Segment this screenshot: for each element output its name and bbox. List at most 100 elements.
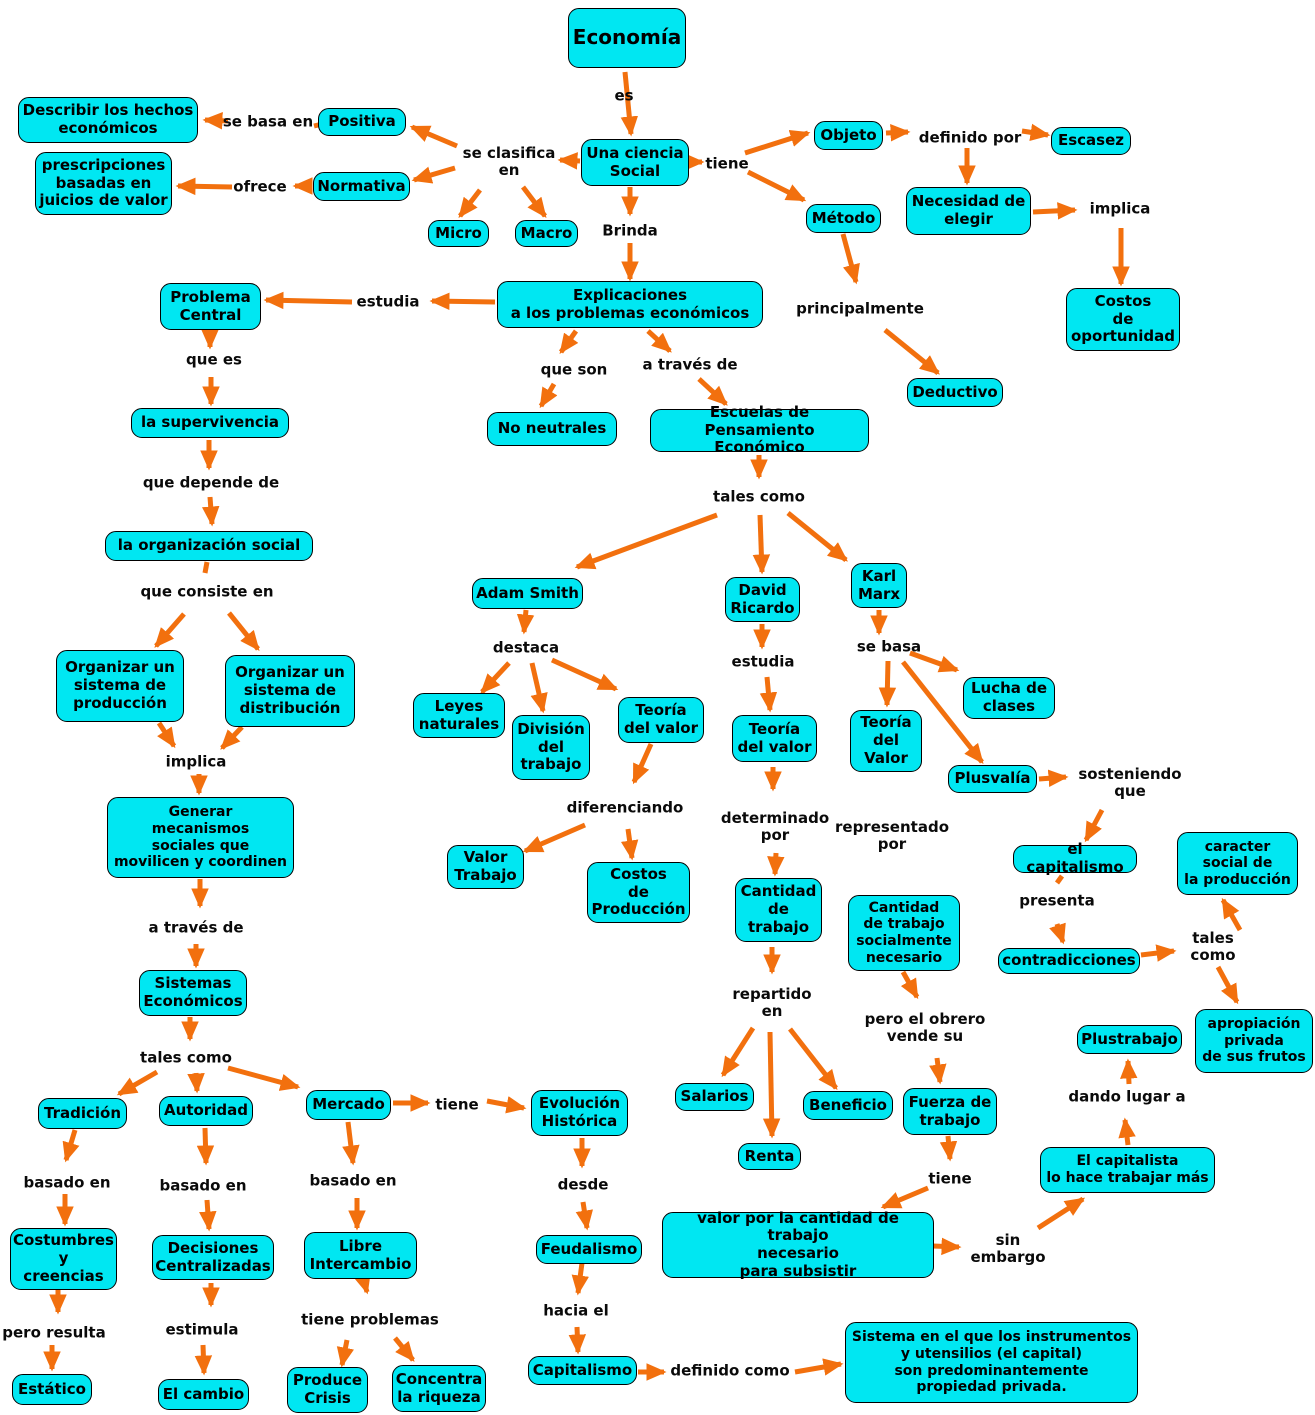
node-evolucion-historica: Evolución Histórica [531,1090,628,1136]
node-escuelas-pensamiento: Escuelas de Pensamiento Económico [650,403,869,456]
arrow [1049,922,1066,945]
edge-label-que-depende-de: que depende de [142,473,280,492]
node-apropiacion-privada: apropiación privada de sus frutos [1195,1009,1313,1073]
arrow [646,329,672,353]
node-escasez: Escasez [1051,127,1131,155]
arrow [1032,202,1078,220]
arrow [429,292,496,311]
arrow [1220,897,1243,932]
arrow [1083,808,1105,843]
edge-label-tiene-mercado: tiene [435,1095,479,1114]
arrow [762,1031,781,1139]
node-deductivo: Deductivo [907,378,1003,407]
edge-label-representado-por: representado por [835,817,949,853]
node-cantidad-socialmente: Cantidad de trabajo socialmente necesari… [848,895,960,971]
arrow [62,1129,80,1163]
edge-label-determinado-por: determinado por [720,808,830,844]
arrow [557,152,581,170]
edge-label-basado-en-autoridad: basado en [159,1176,247,1195]
edge-label-implica-eleccion: implica [1089,199,1151,218]
arrow [409,124,458,149]
arrow [786,511,848,562]
node-costumbres-creencias: Costumbres y creencias [10,1228,117,1290]
arrow [194,1344,213,1376]
node-caracter-social: caracter social de la producción [1177,832,1298,895]
node-supervivencia: la supervivencia [131,408,289,438]
arrow [1021,123,1051,141]
node-metodo: Método [806,204,881,233]
arrow [411,165,456,184]
arrow [1140,944,1177,962]
node-teoria-valor-smith: Teoría del valor [618,697,704,743]
node-lucha-clases: Lucha de clases [963,677,1055,719]
arrow [788,1027,838,1090]
edge-label-sin-embargo: sin embargo [970,1230,1046,1266]
arrow [227,611,260,651]
edge-label-basado-en-mercado: basado en [309,1171,397,1190]
edge-label-desde: desde [557,1175,609,1194]
arrow [1036,1196,1086,1231]
node-explicaciones: Explicaciones a los problemas económicos [497,281,763,328]
node-organizar-produccion: Organizar un sistema de producción [56,650,184,722]
edge-label-sosteniendo-que: sosteniendo que [1078,764,1182,800]
edge-label-se-basa: se basa [856,637,922,656]
node-micro: Micro [428,220,489,247]
node-prescripciones: prescripciones basadas en juicios de val… [35,152,172,215]
node-salarios: Salarios [675,1083,754,1111]
arrow [336,1339,355,1368]
arrow [878,660,897,708]
arrow [932,1237,962,1256]
node-renta: Renta [738,1143,801,1170]
node-contradicciones: contradicciones [998,948,1140,974]
node-necesidad-elegir: Necesidad de elegir [906,187,1031,235]
arrow [909,650,960,673]
arrow [227,1065,301,1091]
node-normativa: Normativa [313,172,410,201]
arrow [759,676,778,713]
edge-label-tales-como-escuelas: tales como [713,487,805,506]
edge-label-tales-como-contradicciones: tales como [1190,928,1236,964]
arrow [880,1185,929,1210]
arrow [480,661,511,694]
node-libre-intercambio: Libre Intercambio [304,1232,417,1279]
connector-dash [202,561,210,574]
node-organizacion-social: la organización social [105,531,313,561]
node-produce-crisis: Produce Crisis [287,1367,368,1413]
edge-label-se-basa-en: se basa en [222,112,314,131]
node-concentra-riqueza: Concentra la riqueza [392,1365,486,1412]
node-sistemas-economicos: Sistemas Económicos [139,970,247,1016]
arrow [199,1199,217,1232]
edge-label-brinda: Brinda [602,221,658,240]
arrow [393,1336,415,1362]
arrow [620,828,639,861]
node-valor-trabajo: Valor Trabajo [447,845,524,889]
node-el-capitalista: El capitalista lo hace trabajar más [1040,1147,1215,1193]
arrow [752,514,771,575]
edge-label-dando-lugar-a: dando lugar a [1068,1087,1186,1106]
arrow [558,329,579,355]
node-feudalismo: Feudalismo [536,1235,642,1264]
node-teoria-valor-marx: Teoría del Valor [850,710,922,772]
arrow [220,725,244,750]
edge-label-definido-como: definido como [670,1361,790,1380]
arrow [187,1072,205,1094]
edge-label-tales-como-sistemas: tales como [140,1048,232,1067]
node-capitalismo: Capitalismo [528,1356,637,1385]
arrow [883,328,940,375]
edge-label-a-traves-de-sistemas: a través de [148,918,244,937]
arrow [522,822,586,854]
edge-label-presenta: presenta [1019,891,1095,910]
edge-label-se-clasifica-en: se clasifica en [462,143,556,179]
arrow [529,662,548,714]
arrow [1038,769,1069,788]
edge-label-que-son: que son [540,360,608,379]
arrow [516,609,535,635]
arrow [1215,965,1240,1005]
node-generar-mecanismos: Generar mecanismos sociales que movilice… [107,797,294,878]
arrow [885,124,911,142]
edge-label-pero-resulta: pero resulta [2,1323,106,1342]
edge-label-basado-en-tradicion: basado en [23,1173,111,1192]
edge-label-tiene-problemas: tiene problemas [301,1310,439,1329]
arrow [156,721,177,749]
